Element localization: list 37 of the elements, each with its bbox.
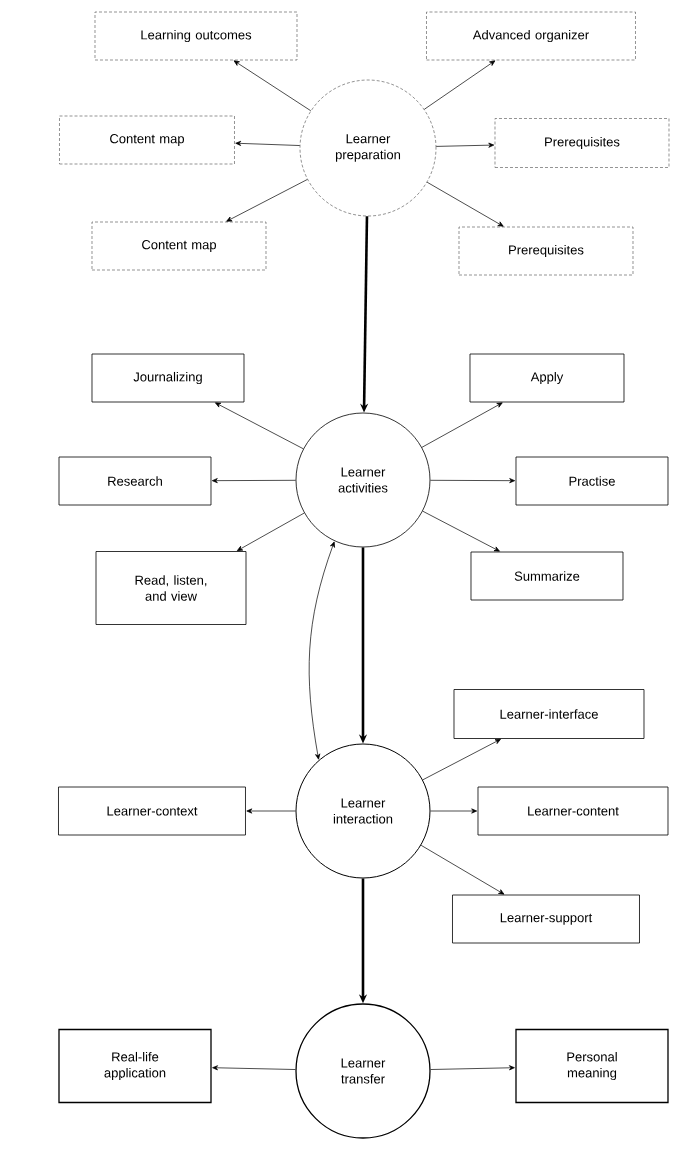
arrow	[420, 844, 505, 895]
process-box: Learner-interface	[453, 689, 645, 739]
arrow	[422, 510, 500, 552]
arrow	[430, 478, 516, 484]
arrow	[430, 1065, 515, 1071]
process-box: Learner-context	[58, 786, 246, 836]
process-box: Prerequisites	[458, 226, 634, 276]
process-box: Prerequisites	[494, 118, 670, 168]
process-box: Advanced organizer	[426, 11, 636, 61]
process-box: Content map	[91, 221, 267, 271]
arrow	[233, 60, 312, 112]
arrow	[236, 512, 305, 551]
process-box: Learner-content	[477, 786, 669, 836]
arrow	[426, 181, 504, 227]
process-box: Research	[58, 456, 212, 506]
process-box: Summarize	[470, 551, 624, 601]
process-box: Content map	[59, 115, 235, 165]
arrow	[430, 808, 478, 814]
process-box: Learner-support	[452, 894, 640, 944]
arrow	[421, 402, 503, 448]
arrow	[422, 738, 501, 781]
process-box: Journalizing	[91, 353, 245, 403]
process-box: Personal meaning	[515, 1028, 669, 1104]
arrow	[215, 402, 304, 450]
arrow	[308, 541, 335, 760]
arrow	[246, 808, 296, 814]
process-box: Real-life application	[58, 1028, 212, 1104]
process-box: Read, listen, and view	[95, 551, 247, 625]
arrow	[435, 142, 495, 148]
process-box: Learning outcomes	[94, 11, 298, 61]
arrow	[423, 60, 496, 110]
arrow	[226, 179, 308, 222]
arrow	[211, 478, 296, 484]
arrow	[212, 1065, 296, 1071]
process-box: Apply	[469, 353, 625, 403]
process-box: Practise	[515, 456, 669, 506]
arrow	[235, 140, 301, 146]
